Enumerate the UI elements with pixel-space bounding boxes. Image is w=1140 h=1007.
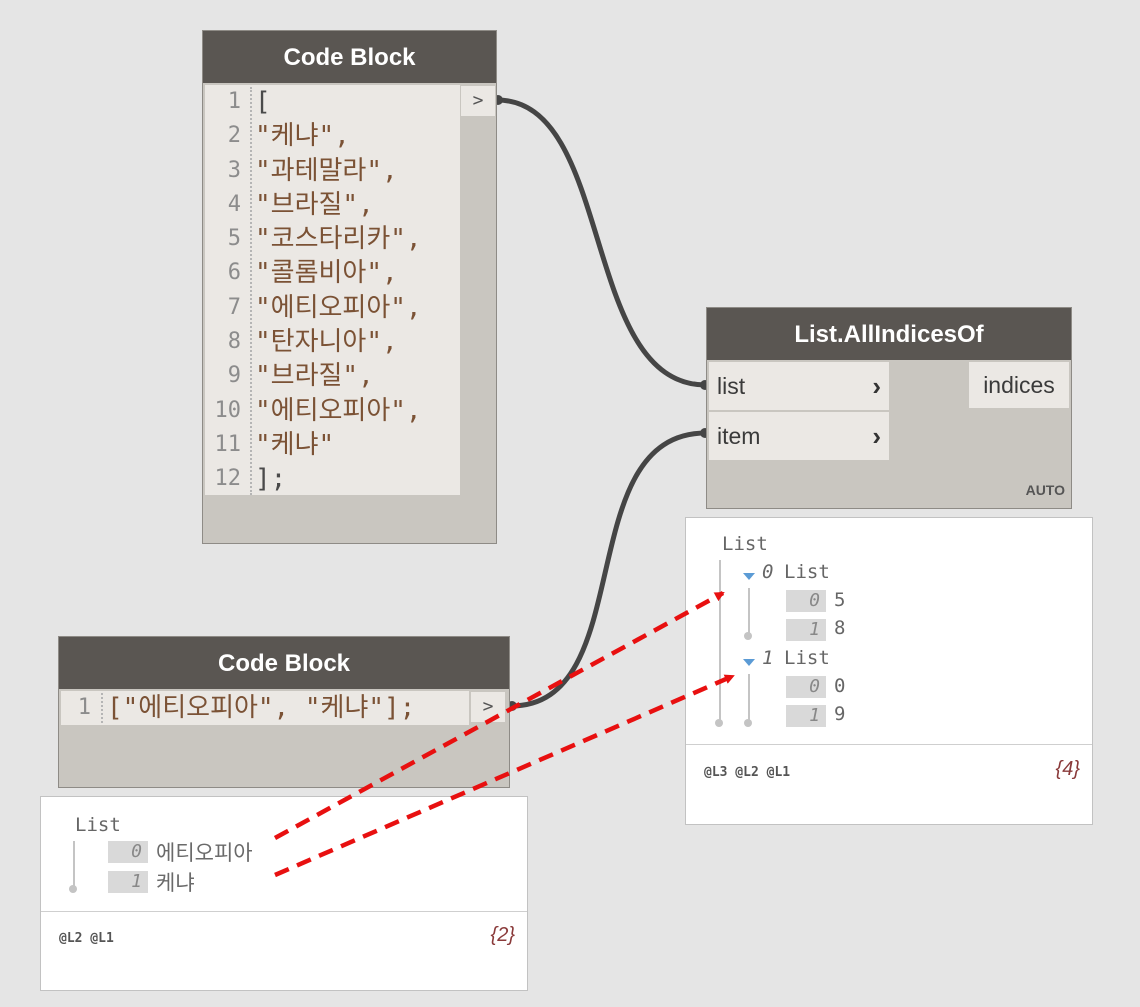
chevron-right-icon: › (872, 371, 881, 401)
wire-list[interactable] (496, 97, 707, 388)
chevron-right-icon: › (872, 421, 881, 451)
list-levels[interactable]: @L2 @L1 (59, 931, 114, 946)
tree-end-dot (744, 632, 752, 640)
list-root-label: List (722, 533, 768, 555)
code-line[interactable]: ]; (255, 464, 287, 495)
tree-end-dot (744, 719, 752, 727)
group-label: List (784, 647, 830, 669)
item-count: {4} (1055, 758, 1080, 780)
line-number-gutter: 1 2 3 4 5 6 7 8 9 10 11 12 (205, 85, 247, 497)
code-block-node-2[interactable]: Code Block 1 ["에티오피아", "케냐"]; > (58, 636, 510, 788)
code-lines[interactable]: [ "케냐", "과테말라", "브라질", "코스타리카", "콜롬비아", … (255, 85, 422, 497)
port-label: list (717, 373, 746, 399)
node-title[interactable]: Code Block (59, 637, 509, 689)
lacing-indicator[interactable]: AUTO (1025, 482, 1065, 498)
tree-line (748, 588, 750, 634)
line-number: 12 (214, 466, 242, 492)
tree-line (748, 674, 750, 720)
group-index: 1 (762, 647, 774, 669)
code-line[interactable]: "케냐" (255, 429, 335, 460)
item-index: 0 (786, 590, 826, 612)
code-block-node-1[interactable]: Code Block 1 2 3 4 5 6 7 8 9 10 11 12 [ … (202, 30, 497, 544)
line-number: 3 (227, 157, 241, 183)
line-number: 11 (214, 431, 242, 457)
item-value: 케냐 (156, 871, 195, 895)
output-port[interactable]: > (471, 692, 505, 722)
output-port[interactable]: > (461, 86, 495, 116)
expand-triangle-icon[interactable] (743, 659, 755, 666)
preview-separator (41, 911, 527, 912)
code-line[interactable]: "브라질", (255, 361, 374, 392)
line-number: 6 (227, 260, 241, 286)
line-number: 8 (227, 329, 241, 355)
gutter-separator (101, 693, 103, 723)
expand-triangle-icon[interactable] (743, 573, 755, 580)
node-title[interactable]: List.AllIndicesOf (707, 308, 1071, 360)
tree-end-dot (69, 885, 77, 893)
item-index: 1 (786, 705, 826, 727)
item-value: 5 (834, 589, 846, 611)
list-levels[interactable]: @L3 @L2 @L1 (704, 765, 791, 780)
code-line[interactable]: ["에티오피아", "케냐"]; (107, 693, 416, 723)
line-number: 10 (214, 397, 242, 423)
code-line[interactable]: "에티오피아", (255, 395, 422, 426)
group-label: List (784, 561, 830, 583)
code-line[interactable]: "콜롬비아", (255, 258, 398, 289)
item-value: 9 (834, 703, 846, 725)
preview-bubble-1[interactable]: List 0 에티오피아 1 케냐 @L2 @L1 {2} (40, 796, 528, 991)
group-index: 0 (762, 561, 774, 583)
port-label: item (717, 423, 761, 449)
code-line[interactable]: "탄자니아", (255, 327, 398, 358)
code-line[interactable]: "에티오피아", (255, 292, 422, 323)
preview-separator (686, 744, 1092, 745)
code-editor[interactable]: 1 ["에티오피아", "케냐"]; (61, 691, 469, 725)
item-index: 0 (108, 841, 148, 863)
list-root-label: List (75, 814, 121, 836)
line-number-gutter: 1 (61, 691, 97, 725)
code-line[interactable]: "과테말라", (255, 155, 398, 186)
list-all-indices-of-node[interactable]: List.AllIndicesOf list › item › indices … (706, 307, 1072, 509)
line-number: 4 (227, 191, 241, 217)
line-number: 7 (227, 294, 241, 320)
line-number: 1 (227, 89, 241, 114)
tree-line (73, 841, 75, 887)
item-value: 8 (834, 617, 846, 639)
item-index: 1 (786, 619, 826, 641)
tree-end-dot (715, 719, 723, 727)
code-line[interactable]: [ (255, 87, 271, 117)
item-value: 에티오피아 (156, 841, 253, 865)
code-lines[interactable]: ["에티오피아", "케냐"]; (107, 691, 415, 725)
preview-bubble-2[interactable]: List 0 List 0 5 1 8 1 List 0 0 1 9 @L3 @… (685, 517, 1093, 825)
item-count: {2} (490, 924, 515, 946)
code-line[interactable]: "코스타리카", (255, 224, 422, 255)
code-editor[interactable]: 1 2 3 4 5 6 7 8 9 10 11 12 [ "케냐", "과테말라… (205, 85, 460, 495)
output-port-indices[interactable]: indices (969, 362, 1069, 408)
gutter-separator (250, 87, 252, 495)
line-number: 5 (227, 226, 241, 252)
code-line[interactable]: "케냐", (255, 121, 350, 152)
item-value: 0 (834, 675, 846, 697)
wire-item[interactable] (510, 430, 707, 709)
tree-line (719, 560, 721, 720)
line-number: 1 (77, 695, 91, 720)
input-port-list[interactable]: list › (709, 362, 889, 410)
line-number: 9 (227, 363, 241, 389)
item-index: 1 (108, 871, 148, 893)
item-index: 0 (786, 676, 826, 698)
code-line[interactable]: "브라질", (255, 189, 374, 220)
input-port-item[interactable]: item › (709, 412, 889, 460)
line-number: 2 (227, 123, 241, 149)
node-title[interactable]: Code Block (203, 31, 496, 83)
